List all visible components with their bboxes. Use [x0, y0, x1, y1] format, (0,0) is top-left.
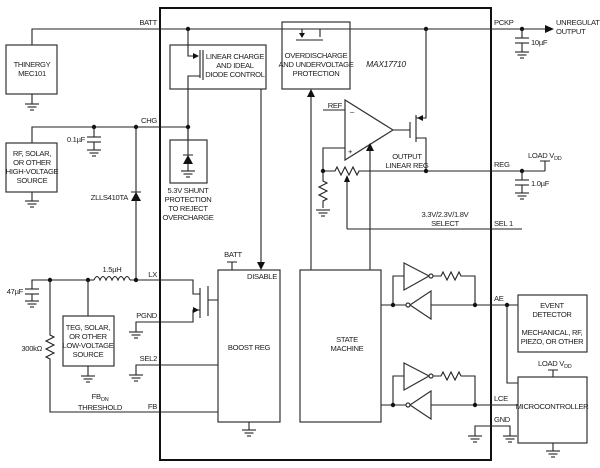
overdischarge-label-2: AND UNDERVOLTAGE — [279, 60, 354, 69]
threshold-label: THRESHOLD — [78, 403, 123, 412]
overdischarge-block — [281, 21, 351, 90]
pin-batt: BATT — [139, 18, 157, 27]
resistor-fb-label: 300kΩ — [21, 344, 42, 353]
chip-name: MAX17710 — [366, 59, 406, 69]
select-label-2: SELECT — [431, 219, 459, 228]
pin-pgnd: PGND — [136, 311, 158, 320]
teg-source-block — [62, 315, 115, 367]
ae-buffer — [381, 262, 520, 321]
diode-label: ZLLS410TA — [91, 193, 129, 202]
teg-label-3: LOW-VOLTAGE — [62, 341, 113, 350]
output-arrow-icon — [545, 25, 554, 33]
state-machine-label-2: MACHINE — [331, 344, 364, 353]
pin-chg: CHG — [141, 116, 157, 125]
thinergy-label: THINERGY — [14, 60, 51, 69]
teg-label-4: SOURCE — [73, 350, 104, 359]
disable-label: DISABLE — [247, 272, 277, 281]
rf-source-block — [5, 142, 58, 193]
linear-charge-label-2: AND IDEAL — [216, 61, 253, 70]
inductor-icon — [93, 275, 131, 282]
cap-in-label: 47µF — [7, 287, 24, 296]
state-machine-label: STATE — [336, 335, 358, 344]
event-detector-label-2: DETECTOR — [532, 310, 572, 319]
capacitor-pckp — [514, 29, 530, 59]
cap-reg-label: 1.0µF — [531, 179, 550, 188]
output-reg-label-2: LINEAR REG — [386, 161, 429, 170]
pin-fb: FB — [148, 402, 157, 411]
event-detector-label-3: MECHANICAL, RF, — [522, 328, 583, 337]
state-machine-block — [299, 269, 382, 423]
linear-charge-label-3: DIODE CONTROL — [205, 70, 264, 79]
potentiometer — [323, 165, 522, 177]
opamp-minus: – — [350, 107, 355, 116]
pin-sel1: SEL 1 — [494, 219, 513, 228]
output-reg-label: OUTPUT — [392, 152, 422, 161]
select-label: 3.3V/2.3V/1.8V — [422, 210, 470, 219]
opamp-plus: + — [348, 147, 353, 156]
pin-ae: AE — [494, 294, 504, 303]
pin-lx: LX — [148, 270, 157, 279]
load-vdd-label: LOAD VDD — [528, 151, 562, 162]
boost-batt-label: BATT — [224, 250, 242, 259]
fbon-label: FBON — [92, 392, 109, 403]
shunt-label-3: TO REJECT — [168, 204, 208, 213]
inductor-label: 1.5µH — [103, 265, 122, 274]
pin-lce: LCE — [494, 394, 508, 403]
shunt-label-2: PROTECTION — [165, 195, 212, 204]
capacitor-input — [24, 280, 40, 308]
capacitor-reg — [514, 171, 530, 200]
unregulated-output-label-2: OUTPUT — [556, 27, 586, 36]
thinergy-label-2: MEC101 — [18, 69, 46, 78]
pin-pckp: PCKP — [494, 18, 514, 27]
cap-chg-label: 0.1µF — [67, 135, 86, 144]
schottky-diode-icon — [131, 192, 141, 201]
ref-label: REF — [328, 101, 343, 110]
overdischarge-label-3: PROTECTION — [293, 69, 340, 78]
microcontroller-block — [517, 376, 588, 444]
ground-icon — [24, 103, 40, 111]
pin-reg: REG — [494, 160, 510, 169]
linear-charge-label: LINEAR CHARGE — [206, 52, 264, 61]
shunt-label: 5.3V SHUNT — [168, 186, 210, 195]
disable-arrow-icon — [257, 262, 265, 270]
linear-charge-block — [169, 44, 267, 90]
cap-pckp-label: 10µF — [531, 38, 548, 47]
event-detector-label-4: PIEZO, OR OTHER — [521, 337, 584, 346]
rf-source-label-4: SOURCE — [17, 176, 48, 185]
overdischarge-label: OVERDISCHARGE — [285, 51, 348, 60]
lce-buffer — [381, 362, 518, 421]
event-detector-block — [517, 294, 588, 353]
rf-source-label-3: HIGH-VOLTAGE — [6, 167, 59, 176]
capacitor-chg — [86, 127, 102, 157]
rf-source-label: RF, SOLAR, — [13, 149, 52, 158]
rf-source-label-2: OR OTHER — [13, 158, 51, 167]
event-detector-label: EVENT — [540, 301, 564, 310]
unregulated-output-label: UNREGULATED — [556, 18, 600, 27]
microcontroller-label: MICROCONTROLLER — [516, 402, 590, 411]
boost-label: BOOST REG — [228, 343, 271, 352]
teg-label: TEG, SOLAR, — [66, 323, 111, 332]
ic-boundary — [159, 7, 492, 461]
boost-regulator-block — [217, 269, 281, 423]
zener-icon — [183, 155, 193, 164]
mcu-load-vdd-label: LOAD VDD — [538, 359, 572, 370]
pin-gnd: GND — [494, 415, 511, 424]
pin-sel2: SEL2 — [140, 354, 157, 363]
teg-label-2: OR OTHER — [69, 332, 107, 341]
shunt-label-4: OVERCHARGE — [162, 213, 213, 222]
resistor-fb — [44, 280, 218, 413]
